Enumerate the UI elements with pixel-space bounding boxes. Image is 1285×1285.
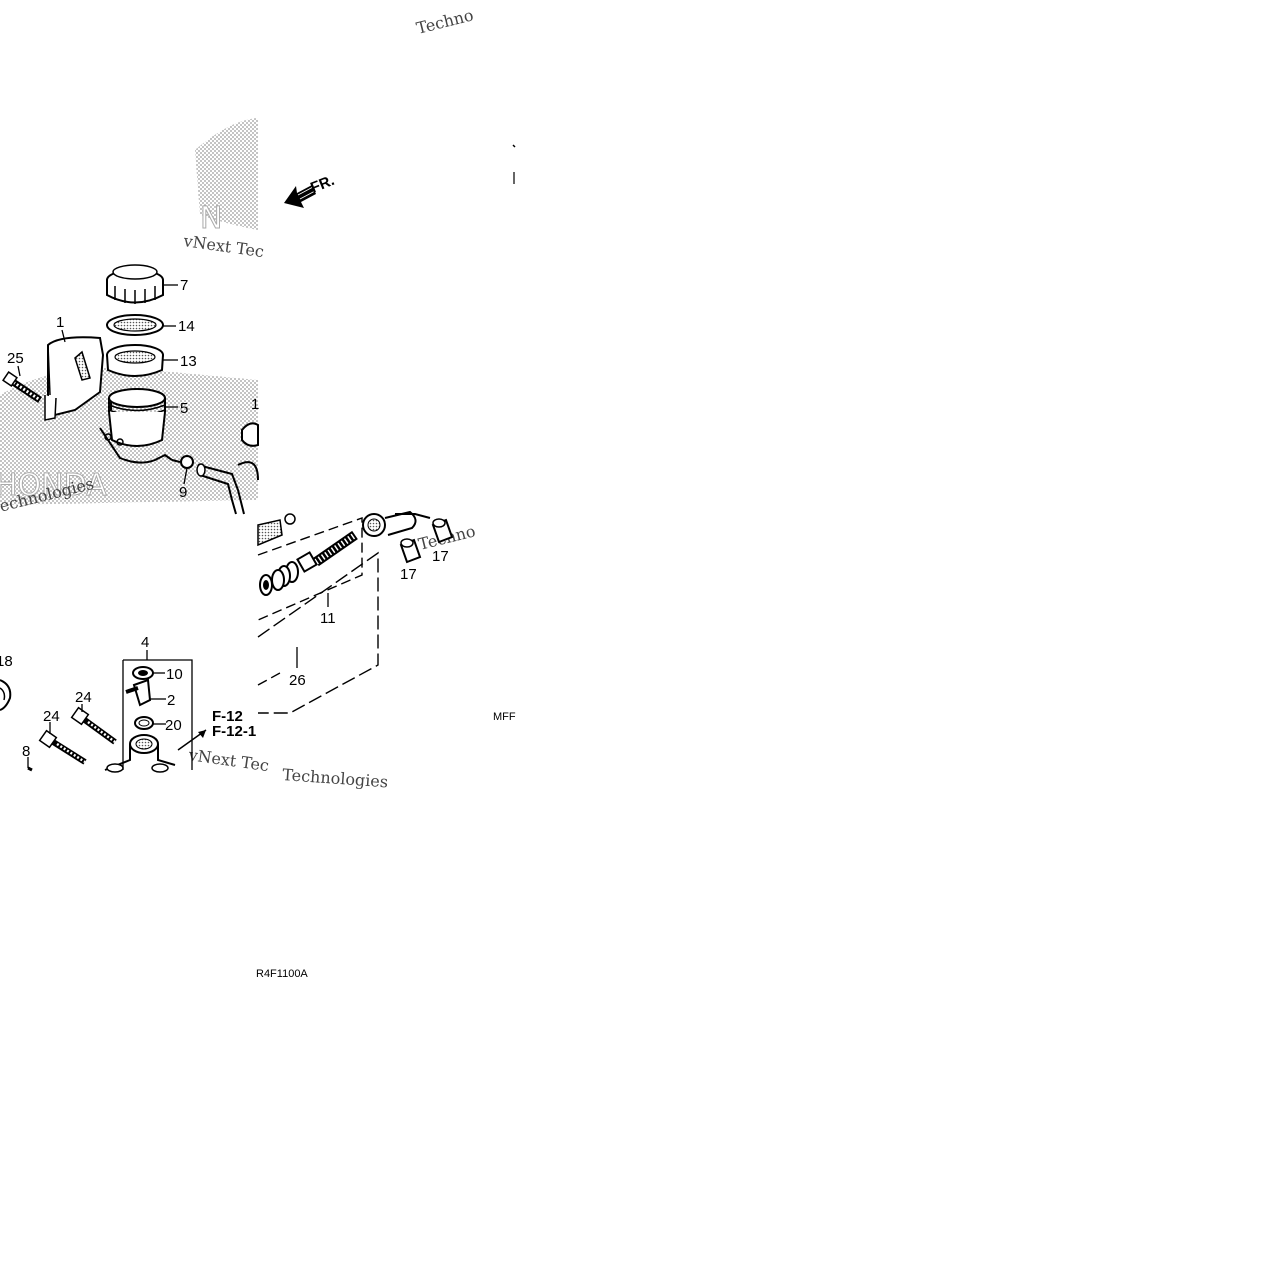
reservoir-cap <box>106 264 164 304</box>
callout-1-fragment: 1 <box>251 396 259 413</box>
watermark-text: Technologies <box>282 765 389 791</box>
callout-14: 14 <box>178 318 195 335</box>
reservoir-cover <box>44 336 105 421</box>
callout-17: 17 <box>400 566 417 583</box>
leader-lines <box>296 593 329 668</box>
kit-outline-26 <box>257 551 379 714</box>
callout-18: 18 <box>0 653 13 670</box>
bolt-24-upper <box>70 706 117 745</box>
callout-7: 7 <box>180 277 188 294</box>
bolt-24-lower <box>38 729 87 765</box>
piston-spring <box>313 530 358 567</box>
callout-8: 8 <box>22 743 30 760</box>
callout-10: 10 <box>166 666 183 683</box>
reservoir-hose <box>196 422 259 515</box>
callout-11: 11 <box>320 610 336 627</box>
diagram-code-fragment: R4F1100A <box>256 968 308 980</box>
reference-arrow-head <box>198 730 206 738</box>
kit-bracket-4 <box>122 659 193 770</box>
front-direction-arrow: FR. <box>284 172 337 208</box>
honda-watermark-text: HONDA <box>0 468 107 503</box>
kit-outline-11 <box>257 517 363 621</box>
callout-1: 1 <box>56 314 64 331</box>
watermark-text: vNext Tec <box>181 231 265 261</box>
direction-label: FR. <box>308 172 337 197</box>
watermark-text: Techno <box>414 5 475 37</box>
callout-13: 13 <box>180 353 197 370</box>
bushing-17-right <box>431 518 454 544</box>
code-fragment: MFF <box>493 711 516 723</box>
callout-26: 26 <box>289 672 306 689</box>
ref-code-f12-1: F-12-1 <box>212 723 256 740</box>
diaphragm <box>106 344 164 377</box>
honda-wing-watermark: HONDA N <box>0 118 258 505</box>
callout-20: 20 <box>165 717 182 734</box>
tile-master-cylinder: vNext Tec Technologies <box>0 634 389 791</box>
callout-25: 25 <box>7 350 24 367</box>
piston-cups <box>259 561 299 596</box>
pin-fragment <box>284 513 296 525</box>
watermark-text: vNext Tec <box>186 745 270 775</box>
bushing-17-left <box>399 538 422 564</box>
ring-18-fragment <box>0 679 12 711</box>
spring-seat <box>296 551 318 573</box>
diaphragm-plate <box>106 314 164 336</box>
master-cylinder-body <box>104 734 176 773</box>
leader-lines <box>27 672 166 768</box>
o-ring-20 <box>134 716 154 730</box>
callout-5: 5 <box>180 400 188 417</box>
ref-code-f12: F-12 <box>212 708 243 725</box>
callout-2: 2 <box>167 692 175 709</box>
callout-24: 24 <box>75 689 92 706</box>
callout-9: 9 <box>179 484 187 501</box>
tile-direction: Techno FR. <box>284 5 516 208</box>
tile-code: R4F1100A <box>256 968 308 980</box>
leader-lines <box>17 284 188 485</box>
joint-2 <box>125 678 152 707</box>
cover-screw <box>2 371 42 403</box>
cylinder-end <box>362 510 431 537</box>
callout-4: 4 <box>141 634 149 651</box>
honda-watermark-fragment: N <box>200 201 222 236</box>
tile-reservoir: HONDA N vNext Tec Technologies <box>0 118 265 518</box>
tile-piston-kit: Techno <box>257 510 516 723</box>
seal-10 <box>132 666 154 680</box>
callout-24: 24 <box>43 708 60 725</box>
piston-rod-fragment <box>257 519 283 547</box>
callout-17: 17 <box>432 548 449 565</box>
edge-mark <box>512 144 516 148</box>
bolt-8-fragment <box>27 766 33 772</box>
reservoir <box>99 388 173 464</box>
kit-outline-26-inner <box>257 672 281 686</box>
